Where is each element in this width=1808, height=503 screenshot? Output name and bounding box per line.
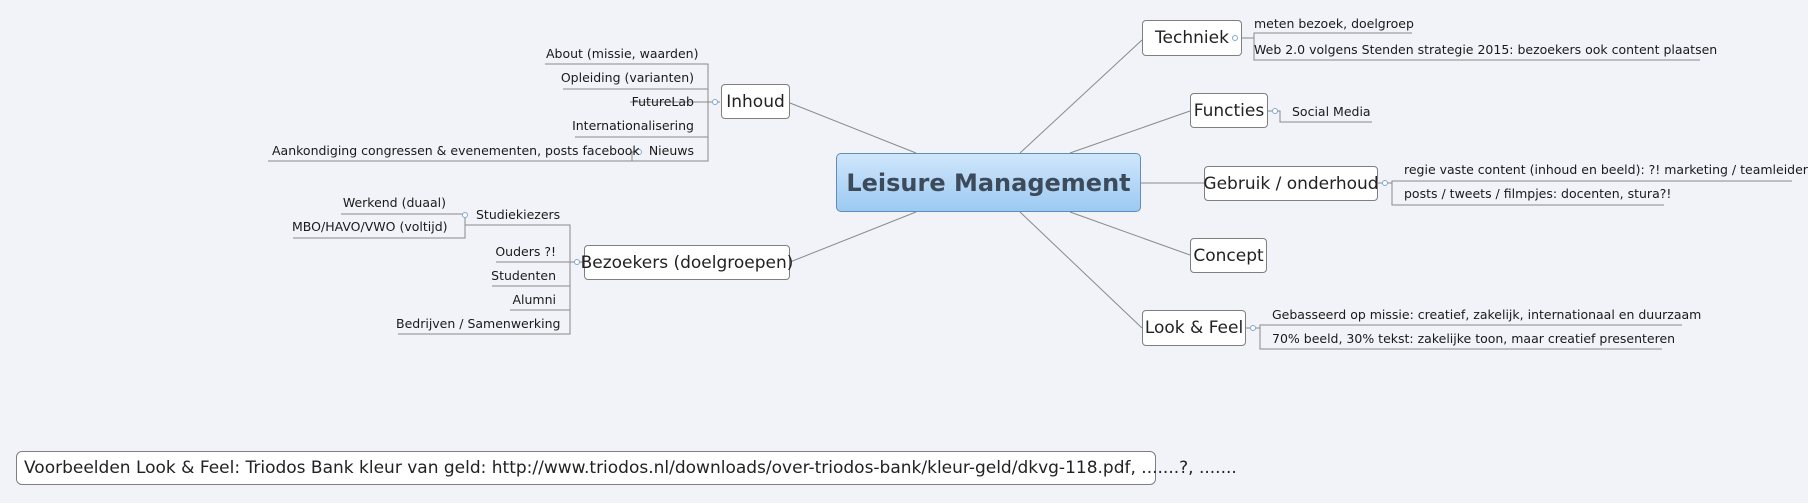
collapse-icon[interactable]	[462, 212, 468, 218]
collapse-icon[interactable]	[1232, 35, 1238, 41]
leaf-mbo[interactable]: MBO/HAVO/VWO (voltijd)	[292, 219, 448, 234]
collapse-icon[interactable]	[1382, 180, 1388, 186]
leaf-studenten[interactable]: Studenten	[491, 268, 556, 283]
leaf-about[interactable]: About (missie, waarden)	[546, 46, 699, 61]
leaf-ouders[interactable]: Ouders ?!	[495, 244, 556, 259]
collapse-icon[interactable]	[636, 149, 642, 155]
topic-inhoud[interactable]: Inhoud	[721, 84, 790, 119]
topic-functies[interactable]: Functies	[1190, 93, 1268, 128]
leaf-posts[interactable]: posts / tweets / filmpjes: docenten, stu…	[1404, 186, 1672, 201]
topic-techniek[interactable]: Techniek	[1142, 20, 1242, 56]
leaf-werkend[interactable]: Werkend (duaal)	[342, 195, 446, 210]
leaf-bedrijven[interactable]: Bedrijven / Samenwerking	[396, 316, 561, 331]
topic-bezoekers[interactable]: Bezoekers (doelgroepen)	[581, 245, 793, 280]
collapse-icon[interactable]	[1250, 325, 1256, 331]
leaf-alumni[interactable]: Alumni	[512, 292, 556, 307]
central-topic[interactable]: Leisure Management	[836, 153, 1141, 212]
leaf-regie[interactable]: regie vaste content (inhoud en beeld): ?…	[1404, 162, 1808, 177]
collapse-icon[interactable]	[712, 99, 718, 105]
leaf-futurelab[interactable]: FutureLab	[631, 94, 694, 109]
leaf-internationalisering[interactable]: Internationalisering	[572, 118, 694, 133]
leaf-social-media[interactable]: Social Media	[1292, 104, 1371, 119]
leaf-opleiding[interactable]: Opleiding (varianten)	[560, 70, 694, 85]
collapse-icon[interactable]	[1272, 108, 1278, 114]
leaf-aankondiging[interactable]: Aankondiging congressen & evenementen, p…	[272, 143, 640, 158]
topic-look-feel[interactable]: Look & Feel	[1142, 310, 1246, 346]
leaf-meten[interactable]: meten bezoek, doelgroep	[1254, 16, 1414, 31]
topic-concept[interactable]: Concept	[1190, 238, 1267, 273]
floating-topic-voorbeelden[interactable]: Voorbeelden Look & Feel: Triodos Bank kl…	[16, 451, 1237, 485]
leaf-studiekiezers[interactable]: Studiekiezers	[476, 207, 561, 222]
leaf-gebasseerd[interactable]: Gebasseerd op missie: creatief, zakelijk…	[1272, 307, 1702, 322]
leaf-web20[interactable]: Web 2.0 volgens Stenden strategie 2015: …	[1254, 42, 1718, 57]
collapse-icon[interactable]	[574, 259, 580, 265]
topic-gebruik[interactable]: Gebruik / onderhoud	[1203, 166, 1379, 201]
leaf-beeld-tekst[interactable]: 70% beeld, 30% tekst: zakelijke toon, ma…	[1272, 331, 1676, 346]
leaf-nieuws[interactable]: Nieuws	[648, 143, 694, 158]
